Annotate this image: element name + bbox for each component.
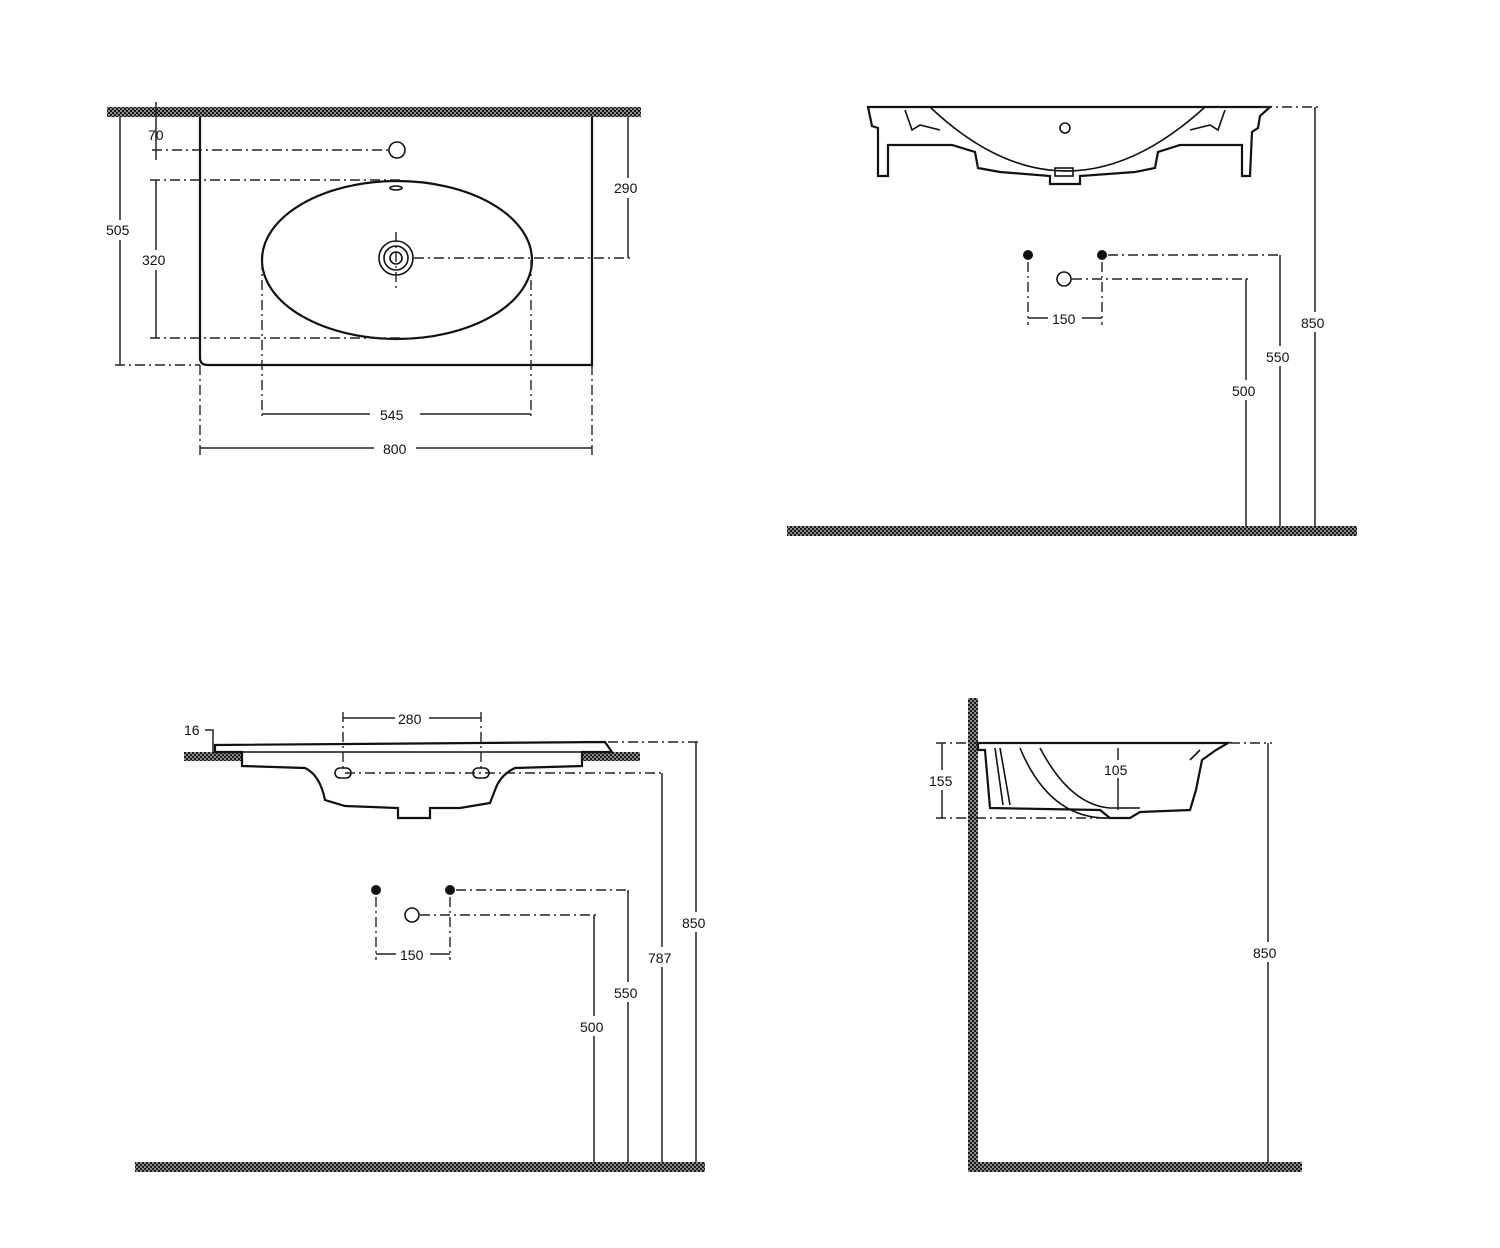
side-left-basin [213, 740, 615, 820]
side-left-counter-left [184, 752, 242, 761]
front-tap-hole [1059, 122, 1071, 134]
dim-320: 320 [142, 252, 166, 268]
drain-point [1056, 271, 1072, 287]
dim-500-front: 500 [1232, 383, 1256, 399]
dim-850-front: 850 [1301, 315, 1325, 331]
top-view-bowl [260, 179, 534, 341]
dim-850-side: 850 [682, 915, 706, 931]
side-right-basin [976, 741, 1233, 820]
top-view-wall [107, 107, 641, 117]
side-left-counter-right [582, 752, 640, 761]
dim-70: 70 [148, 127, 164, 143]
dim-290: 290 [614, 180, 638, 196]
side-left-floor [135, 1162, 705, 1172]
tap-hole [388, 141, 406, 159]
supply-point-right [1097, 250, 1107, 260]
dim-105: 105 [1104, 762, 1128, 778]
dim-150-front: 150 [1052, 311, 1076, 327]
side-view-left: 16 280 150 500 550 787 850 [135, 709, 714, 1172]
dim-155: 155 [929, 773, 953, 789]
front-view-basin [866, 105, 1273, 186]
dim-16: 16 [184, 722, 200, 738]
side-right-wall [968, 698, 978, 1172]
front-view-floor [787, 526, 1357, 536]
front-view: 150 500 550 850 [787, 105, 1357, 536]
dim-550-front: 550 [1266, 349, 1290, 365]
dim-850-right: 850 [1253, 945, 1277, 961]
top-view: 70 505 320 290 545 800 [102, 102, 646, 457]
dim-505: 505 [106, 222, 130, 238]
dim-500-side: 500 [580, 1019, 604, 1035]
side-right-floor [968, 1162, 1302, 1172]
side-view-right: 155 105 850 [926, 698, 1302, 1172]
side-supply-left [371, 885, 381, 895]
dim-280: 280 [398, 711, 422, 727]
dim-800: 800 [383, 441, 407, 457]
supply-point-left [1023, 250, 1033, 260]
side-supply-right [445, 885, 455, 895]
dim-545: 545 [380, 407, 404, 423]
overflow-slot [389, 185, 403, 191]
side-drain-point [404, 907, 420, 923]
dim-150-side: 150 [400, 947, 424, 963]
dim-787-side: 787 [648, 950, 672, 966]
dim-550-side: 550 [614, 985, 638, 1001]
